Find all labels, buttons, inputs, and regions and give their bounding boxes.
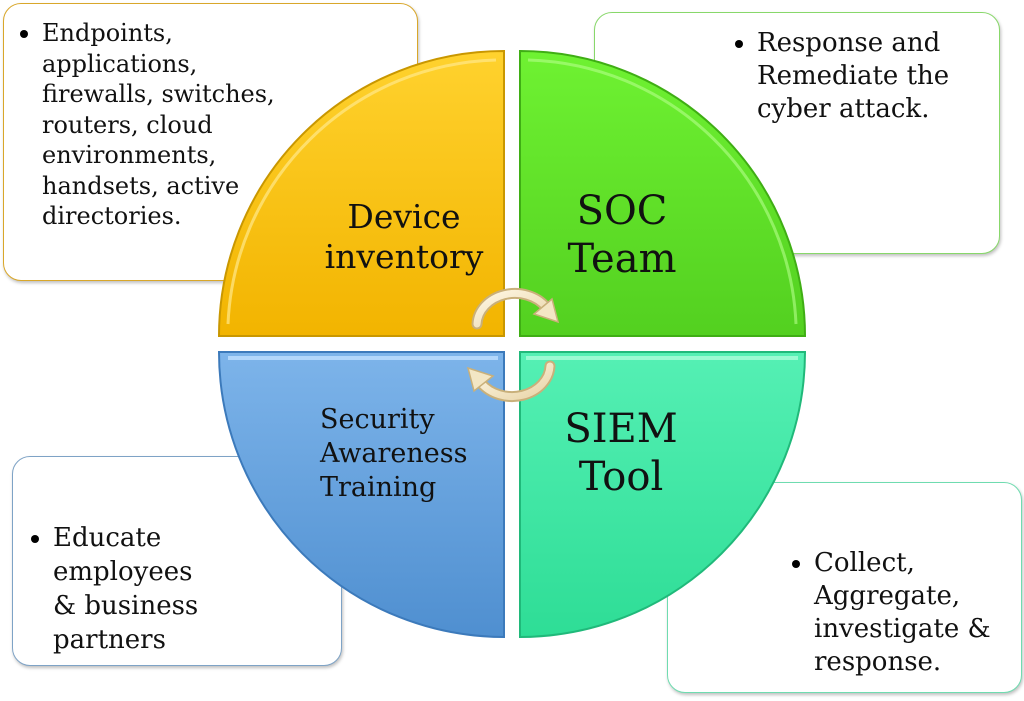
callout-security-training-item: Educate employees & business partners (27, 521, 341, 657)
quadrant-label-soc-team-line2: Team (567, 236, 676, 282)
quadrant-security-training (217, 351, 505, 639)
callout-line: investigate & (814, 614, 991, 644)
callout-line: Educate (53, 523, 162, 553)
callout-line: cyber attack. (757, 94, 930, 124)
quadrant-siem-tool (519, 351, 807, 639)
callout-line: response. (814, 647, 942, 677)
callout-security-training-list: Educate employees & business partners (13, 457, 341, 657)
quadrant-label-security-training-line3: Training (320, 472, 436, 503)
quadrant-label-device-inventory-line1: Device (347, 197, 460, 236)
callout-security-training: Educate employees & business partners (12, 456, 342, 666)
callout-soc-team-list: Response and Remediate the cyber attack. (595, 13, 999, 126)
quadrant-label-device-inventory-line2: inventory (325, 237, 484, 276)
callout-line: employees (53, 557, 193, 587)
callout-device-inventory-list: Endpoints, applications, firewalls, swit… (4, 4, 316, 232)
callout-line: applications, (42, 49, 198, 78)
callout-line: Response and (757, 28, 941, 58)
callout-line: handsets, active (42, 171, 240, 200)
callout-line: partners (53, 625, 166, 655)
callout-siem-tool-item: Collect, Aggregate, investigate & respon… (788, 547, 1021, 679)
callout-soc-team-item: Response and Remediate the cyber attack. (731, 27, 999, 126)
callout-line: Collect, (814, 548, 915, 578)
quadrant-label-security-training-line2: Awareness (319, 438, 467, 469)
cycle-arrow-icon (466, 360, 556, 403)
quadrant-label-siem-tool-line1: SIEM (564, 406, 677, 452)
cycle-arrow-icon (471, 287, 560, 330)
quadrant-device-inventory (217, 49, 505, 337)
quadrant-soc-team (519, 49, 807, 337)
callout-siem-tool-list: Collect, Aggregate, investigate & respon… (668, 483, 1021, 679)
callout-line: directories. (42, 202, 182, 230)
callout-device-inventory-item: Endpoints, applications, firewalls, swit… (16, 18, 316, 232)
callout-line: Endpoints, (42, 19, 173, 47)
callout-line: & business (53, 591, 199, 621)
quadrant-label-soc-team-line1: SOC (577, 188, 668, 234)
callout-line: routers, cloud (42, 110, 213, 139)
quadrant-label-security-training-line1: Security (320, 404, 435, 435)
callout-line: Remediate the (757, 61, 950, 91)
callout-line: Aggregate, (814, 581, 961, 611)
callout-line: firewalls, switches, (42, 80, 275, 108)
quadrant-label-siem-tool-line2: Tool (579, 454, 664, 500)
callout-line: environments, (42, 141, 217, 169)
